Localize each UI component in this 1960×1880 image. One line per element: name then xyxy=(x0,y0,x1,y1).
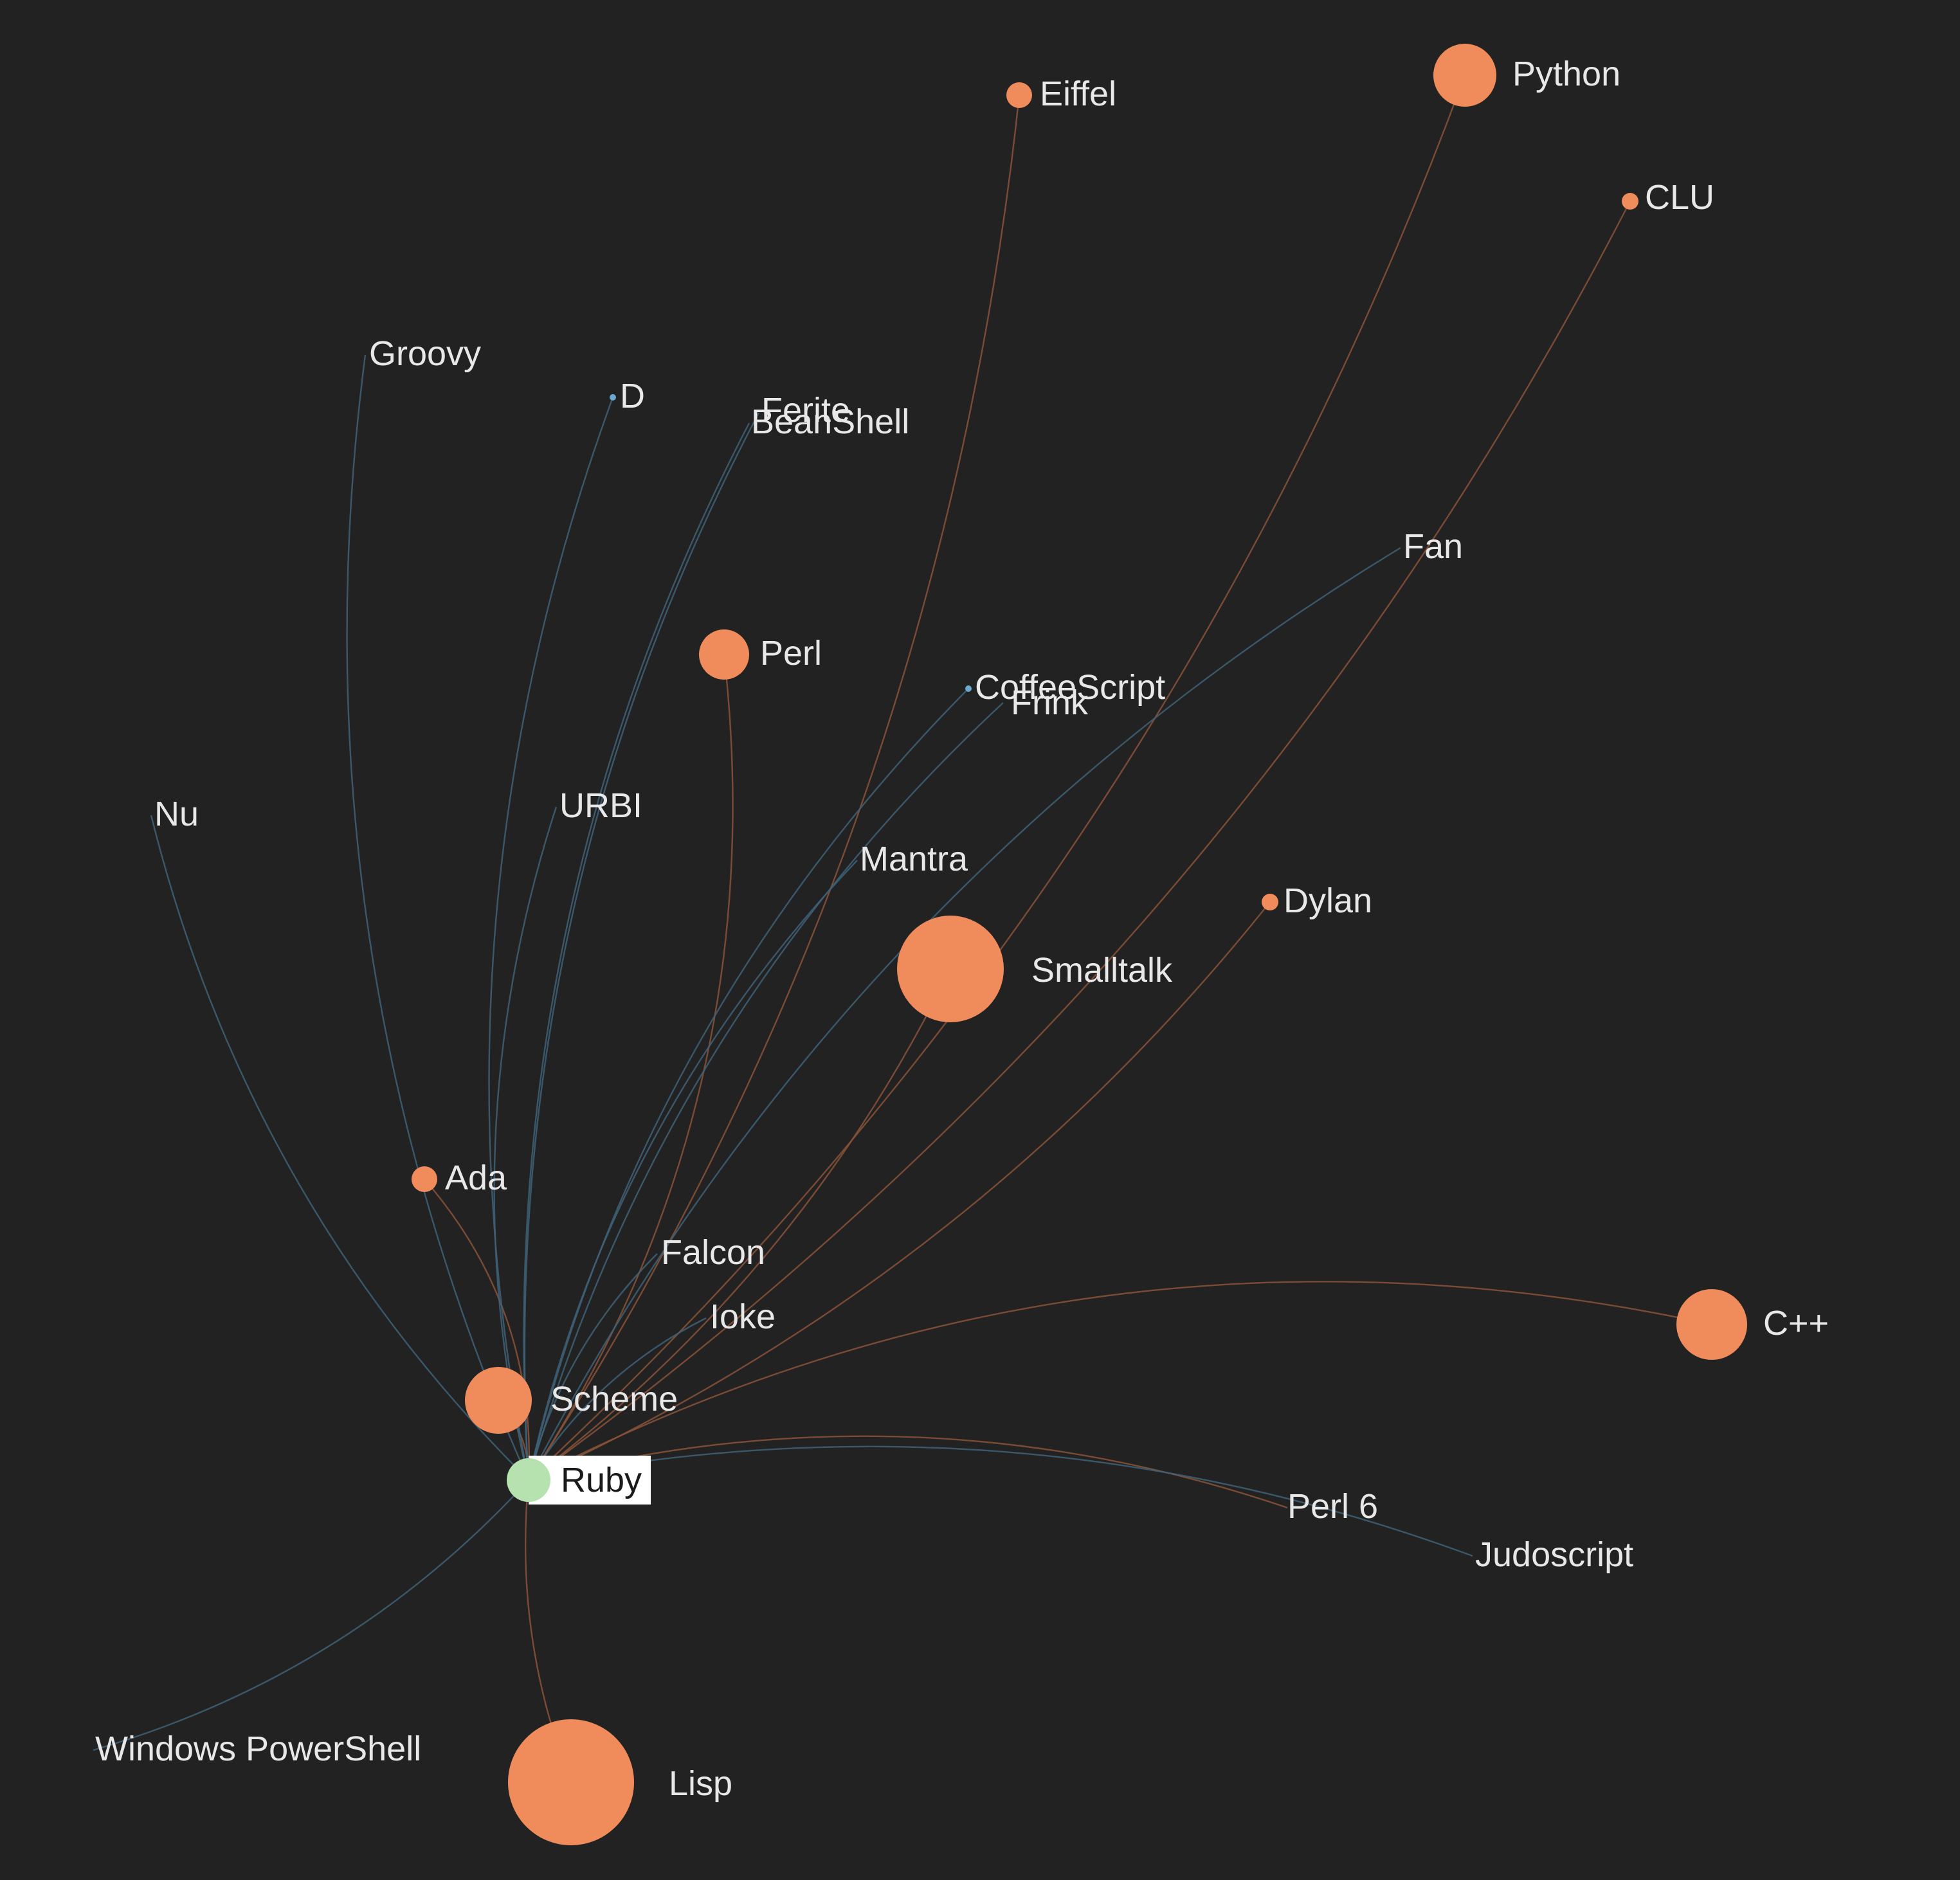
edge-ruby-mantra xyxy=(527,860,858,1481)
node-label-dylan[interactable]: Dylan xyxy=(1284,881,1372,920)
node-label-frink[interactable]: Frink xyxy=(1011,683,1089,722)
edge-ruby-coffeescript xyxy=(527,688,969,1481)
node-coffeescript[interactable] xyxy=(965,685,972,692)
node-clu[interactable] xyxy=(1622,193,1638,210)
edge-ruby-ioke xyxy=(527,1317,707,1481)
edge-ruby-perl xyxy=(527,654,734,1481)
focus-node-group[interactable]: Ruby xyxy=(507,1456,651,1505)
edge-ruby-dylan xyxy=(528,901,1271,1481)
node-c[interactable] xyxy=(1676,1289,1747,1360)
edge-ruby-frink xyxy=(527,702,1004,1481)
node-label-perl[interactable]: Perl xyxy=(760,634,822,673)
node-python[interactable] xyxy=(1433,44,1496,107)
edge-ruby-groovy xyxy=(346,354,530,1481)
node-dylan[interactable] xyxy=(1262,894,1278,910)
node-label-urbi[interactable]: URBI xyxy=(559,786,642,825)
node-label-mantra[interactable]: Mantra xyxy=(860,840,968,878)
edge-ruby-ada xyxy=(424,1179,530,1481)
node-label-lisp[interactable]: Lisp xyxy=(669,1764,732,1803)
node-lisp[interactable] xyxy=(508,1719,634,1845)
node-label-d[interactable]: D xyxy=(620,377,645,415)
node-label-beanshell[interactable]: BeanShell xyxy=(751,402,909,441)
node-label-ioke[interactable]: Ioke xyxy=(710,1297,776,1336)
node-label-smalltalk[interactable]: Smalltalk xyxy=(1031,951,1173,990)
node-label-ferite[interactable]: Ferite xyxy=(761,391,850,429)
node-label-eiffel[interactable]: Eiffel xyxy=(1040,75,1116,113)
edge-ruby-falcon xyxy=(527,1253,658,1481)
edge-ruby-d xyxy=(488,397,614,1481)
focus-node-ruby[interactable] xyxy=(507,1458,550,1502)
edge-ruby-beanshell xyxy=(523,422,750,1481)
edge-ruby-nu xyxy=(150,815,529,1481)
node-label-fan[interactable]: Fan xyxy=(1403,527,1463,566)
node-label-falcon[interactable]: Falcon xyxy=(661,1233,765,1272)
node-label-ada[interactable]: Ada xyxy=(445,1159,507,1197)
node-d[interactable] xyxy=(610,394,616,401)
node-label-coffeescript[interactable]: CoffeeScript xyxy=(975,668,1165,707)
node-scheme[interactable] xyxy=(465,1367,532,1434)
node-label-nu[interactable]: Nu xyxy=(154,795,199,833)
node-label-python[interactable]: Python xyxy=(1512,55,1620,93)
node-label-judoscript[interactable]: Judoscript xyxy=(1475,1535,1633,1574)
node-label-c[interactable]: C++ xyxy=(1763,1304,1829,1342)
edge-ruby-python xyxy=(528,75,1466,1481)
edge-ruby-windows-powershell xyxy=(93,1479,529,1751)
node-label-clu[interactable]: CLU xyxy=(1645,178,1714,217)
node-ada[interactable] xyxy=(412,1166,437,1192)
nodes-layer xyxy=(412,44,1747,1845)
node-eiffel[interactable] xyxy=(1006,82,1032,108)
node-perl[interactable] xyxy=(699,629,749,680)
edges-layer xyxy=(93,75,1712,1783)
node-label-windows-powershell[interactable]: Windows PowerShell xyxy=(95,1730,421,1768)
node-label-groovy[interactable]: Groovy xyxy=(369,334,481,373)
edge-ruby-clu xyxy=(528,201,1631,1481)
edge-ruby-eiffel xyxy=(527,95,1021,1481)
edge-ruby-judoscript xyxy=(528,1445,1473,1557)
node-label-scheme[interactable]: Scheme xyxy=(550,1380,678,1418)
edge-ruby-ferite xyxy=(523,412,760,1481)
edge-ruby-fan xyxy=(527,547,1401,1481)
edge-ruby-c xyxy=(528,1281,1712,1481)
edge-ruby-smalltalk xyxy=(528,968,952,1481)
node-smalltalk[interactable] xyxy=(897,916,1004,1022)
focus-node-label: Ruby xyxy=(561,1461,642,1499)
node-label-perl-6[interactable]: Perl 6 xyxy=(1287,1487,1378,1526)
